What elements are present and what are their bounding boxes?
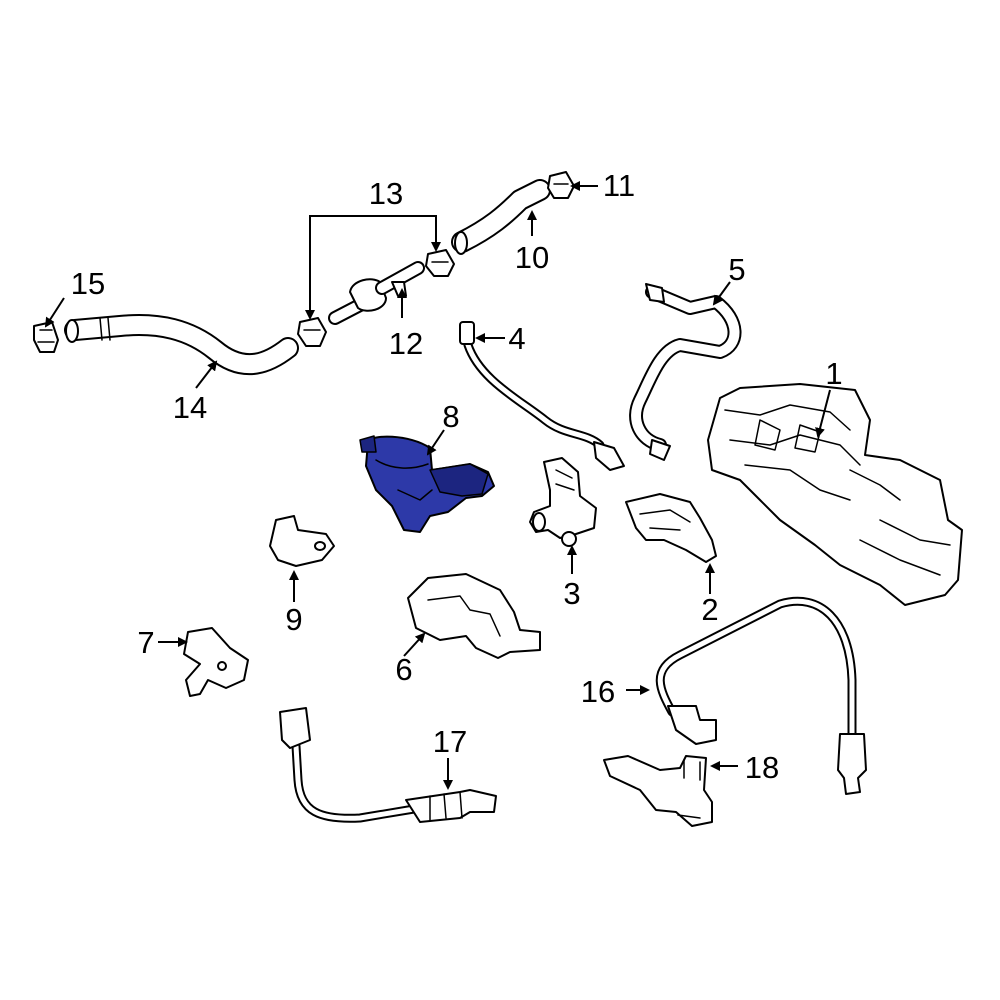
part-15-clamp [33, 321, 59, 353]
part-6-valve [407, 573, 541, 659]
callout-11: 11 [603, 168, 635, 203]
leader-14 [195, 360, 218, 389]
callout-10: 10 [515, 240, 549, 275]
part-7-sensor [183, 627, 249, 697]
callout-3: 3 [563, 576, 580, 611]
callout-9: 9 [285, 602, 302, 637]
part-17-o2-sensor [279, 707, 497, 823]
callout-4: 4 [508, 321, 525, 356]
part-4-sensor [459, 321, 625, 471]
callout-6: 6 [395, 652, 412, 687]
part-12-valve [328, 261, 425, 325]
leader-8 [426, 429, 445, 456]
leader-5 [712, 281, 731, 306]
leaders [44, 181, 831, 790]
leader-6 [403, 632, 426, 657]
callout-5: 5 [728, 252, 745, 287]
part-10-hose [451, 179, 551, 255]
part-8-solenoid [359, 435, 495, 533]
callout-17: 17 [433, 724, 467, 759]
callouts: 1 2 3 4 5 6 7 8 9 10 11 12 13 14 15 16 1… [71, 168, 843, 785]
leader-13b [384, 215, 441, 252]
part-2-bracket [625, 493, 717, 563]
part-18-bracket [603, 755, 713, 827]
callout-1: 1 [825, 356, 842, 391]
callout-14: 14 [173, 390, 207, 425]
leader-1 [815, 389, 831, 438]
part-16-o2-sensor [655, 596, 867, 795]
callout-8: 8 [442, 399, 459, 434]
callout-2: 2 [701, 592, 718, 627]
part-5-pipe [629, 283, 742, 461]
callout-13: 13 [369, 176, 403, 211]
callout-7: 7 [137, 625, 154, 660]
leader-13a [305, 215, 384, 320]
part-13-clamp-left [297, 317, 327, 347]
callout-18: 18 [745, 750, 779, 785]
part-1-canister [707, 383, 963, 606]
part-11-clamp [547, 171, 575, 199]
callout-16: 16 [581, 674, 615, 709]
part-13-clamp-right [425, 249, 455, 277]
part-9-bracket [269, 515, 335, 567]
part-3-valve [529, 457, 597, 547]
part-14-hose [64, 314, 299, 376]
leader-15 [44, 297, 65, 328]
callout-15: 15 [71, 266, 105, 301]
callout-12: 12 [389, 326, 423, 361]
